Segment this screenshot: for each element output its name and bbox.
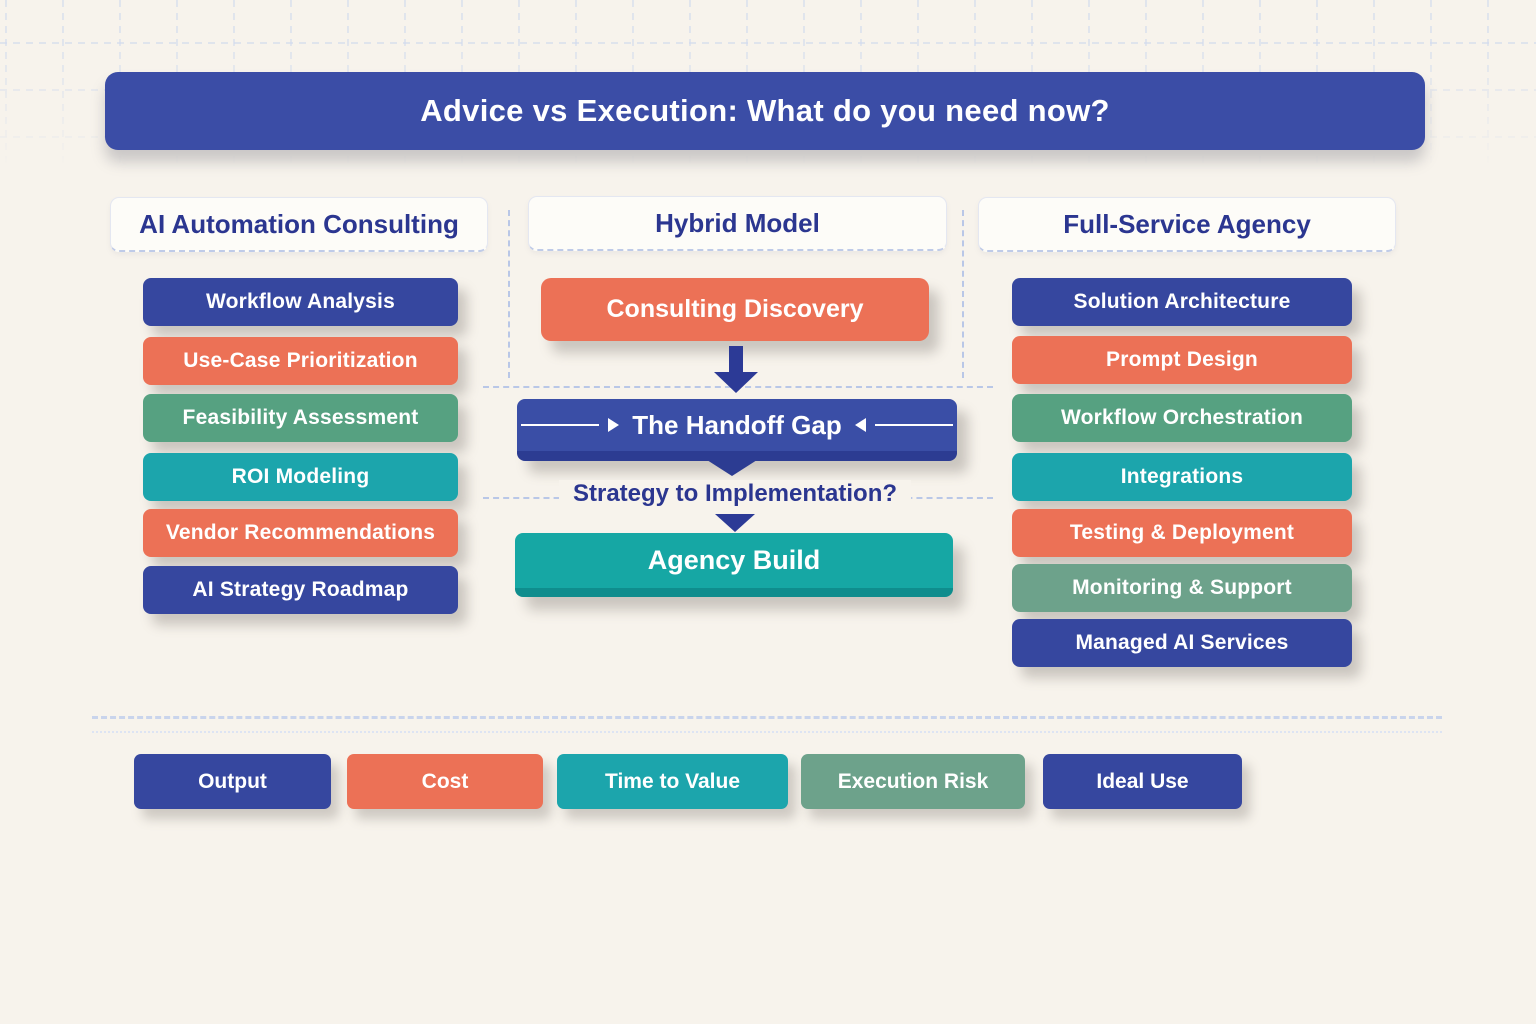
agency-item-prompt-design: Prompt Design [1012,336,1352,384]
consulting-item-roi-modeling: ROI Modeling [143,453,458,501]
agency-item-monitoring-support: Monitoring & Support [1012,564,1352,612]
agency-item-solution-architecture: Solution Architecture [1012,278,1352,326]
column-header-hybrid: Hybrid Model [528,196,947,251]
footer-separator-dotted [92,731,1442,733]
page-title: Advice vs Execution: What do you need no… [105,72,1425,150]
right-arrow-icon [521,424,600,426]
agency-item-integrations: Integrations [1012,453,1352,501]
agency-item-workflow-orchestration: Workflow Orchestration [1012,394,1352,442]
handoff-gap-notch [707,460,757,476]
legend-ideal-use: Ideal Use [1043,754,1242,809]
hybrid-guide-line-left [508,210,510,378]
right-arrow-icon [608,418,620,432]
consulting-item-feasibility-assessment: Feasibility Assessment [143,394,458,442]
hybrid-agency-build-box: Agency Build [515,533,953,597]
footer-separator-dashed [92,716,1442,719]
down-arrow-icon [729,346,743,373]
down-triangle-icon [715,514,755,532]
strategy-to-implementation-question: Strategy to Implementation? [558,480,912,508]
down-arrow-icon [714,372,758,393]
agency-item-testing-deployment: Testing & Deployment [1012,509,1352,557]
left-arrow-icon [874,424,953,426]
left-arrow-icon [854,418,866,432]
consulting-item-use-case-prioritization: Use-Case Prioritization [143,337,458,385]
legend-time-to-value: Time to Value [557,754,788,809]
legend-output: Output [134,754,331,809]
handoff-gap-label: The Handoff Gap [632,409,842,440]
legend-cost: Cost [347,754,543,809]
hybrid-handoff-gap-box: The Handoff Gap [517,399,957,461]
agency-item-managed-ai-services: Managed AI Services [1012,619,1352,667]
legend-execution-risk: Execution Risk [801,754,1025,809]
column-header-agency: Full-Service Agency [978,197,1396,252]
consulting-item-vendor-recommendations: Vendor Recommendations [143,509,458,557]
column-header-consulting: AI Automation Consulting [110,197,488,252]
consulting-item-workflow-analysis: Workflow Analysis [143,278,458,326]
consulting-item-ai-strategy-roadmap: AI Strategy Roadmap [143,566,458,614]
hybrid-guide-line-right [962,210,964,378]
hybrid-consulting-discovery-box: Consulting Discovery [541,278,929,341]
